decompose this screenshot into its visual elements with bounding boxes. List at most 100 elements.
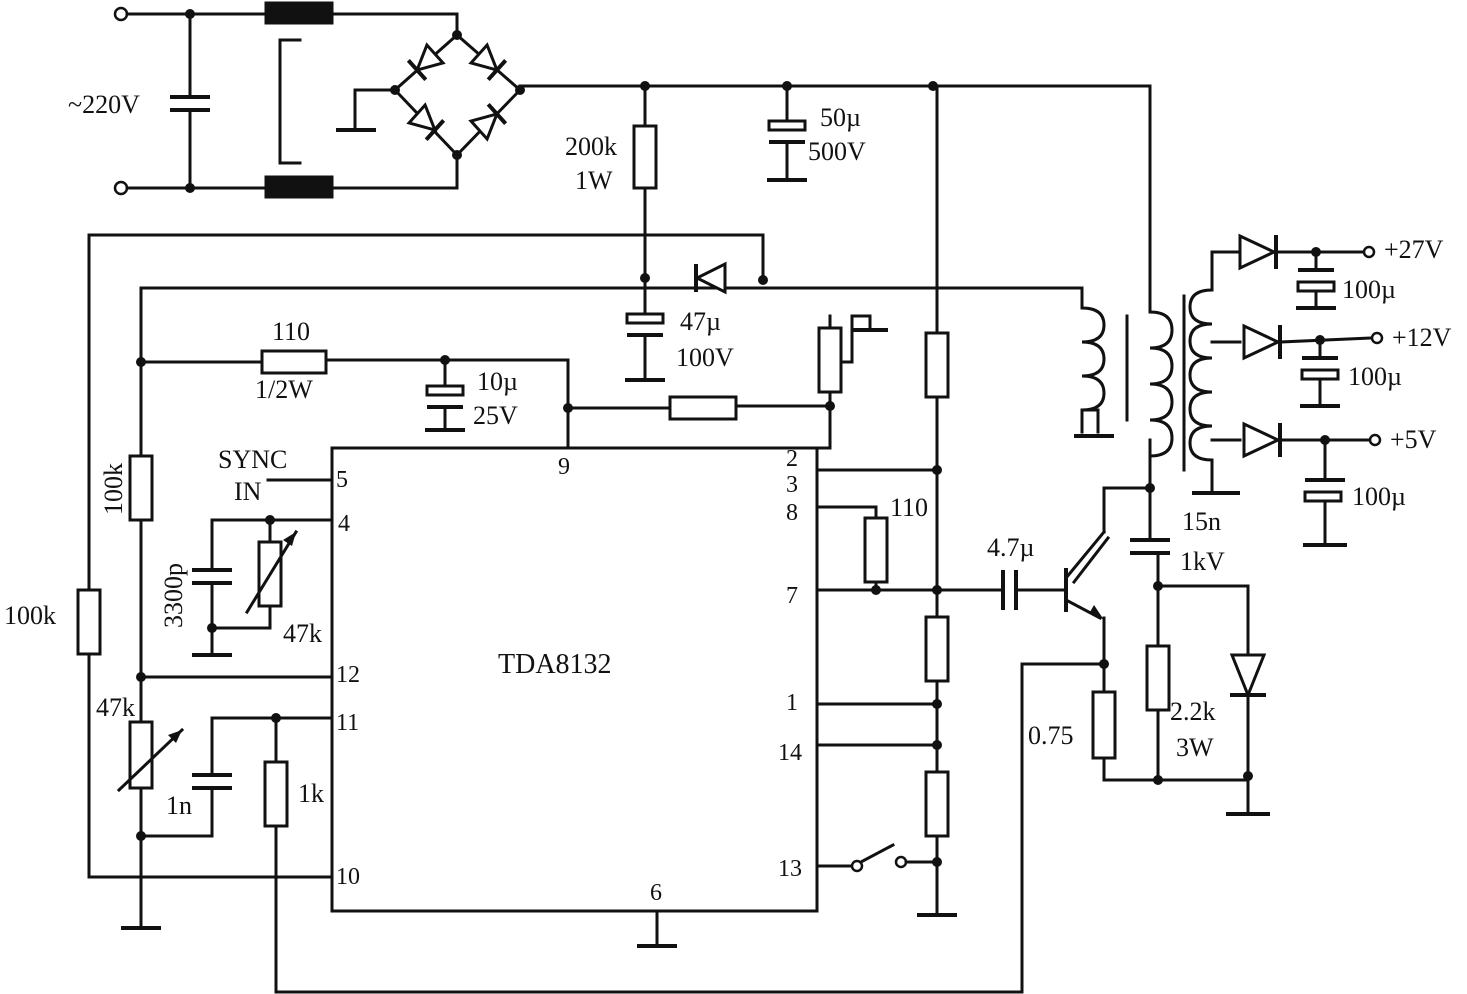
svg-text:3: 3: [786, 472, 798, 498]
emitter-resistor-075: [1091, 690, 1117, 760]
svg-text:6: 6: [650, 880, 662, 906]
svg-text:7: 7: [786, 583, 798, 609]
bridge-rectifier: [336, 30, 525, 160]
resistor-100k-vertical: [128, 454, 154, 522]
startup-resistor-200k: [632, 124, 658, 190]
svg-text:13: 13: [778, 856, 802, 882]
svg-text:8: 8: [786, 500, 798, 526]
common-mode-choke: [264, 1, 459, 199]
pin13-switch[interactable]: [850, 859, 864, 873]
svg-text:SYNC: SYNC: [218, 445, 287, 474]
svg-text:11: 11: [336, 710, 359, 736]
transformer: [1074, 250, 1242, 495]
filter-capacitor-5v: [1303, 490, 1343, 503]
decoupling-capacitor-10u: [425, 384, 465, 397]
svg-text:100k: 100k: [4, 601, 56, 630]
power-transistor: 0.75: [1028, 486, 1253, 785]
svg-text:47k: 47k: [283, 619, 322, 648]
voltage-divider-chain: [815, 84, 957, 917]
output-27v: +27V 100µ: [1238, 233, 1444, 310]
terminal-27v[interactable]: [1362, 245, 1376, 259]
pin9-resistor: [668, 395, 738, 421]
svg-text:10µ: 10µ: [477, 367, 518, 396]
rectifier-diode-12v: [1242, 323, 1282, 361]
choke-winding-bottom: [264, 175, 334, 199]
svg-text:110: 110: [890, 493, 928, 522]
svg-text:15n: 15n: [1182, 507, 1221, 536]
vcc-supply: 47µ 100V: [87, 233, 1084, 592]
terminal-12v[interactable]: [1370, 331, 1384, 345]
svg-text:1/2W: 1/2W: [255, 375, 313, 404]
svg-text:4: 4: [338, 511, 350, 537]
choke-winding-top: [264, 1, 334, 25]
ic-label: TDA8132: [498, 649, 612, 680]
series-resistor-110: [260, 349, 328, 375]
svg-text:0.75: 0.75: [1028, 721, 1074, 750]
svg-text:+27V: +27V: [1384, 235, 1444, 264]
svg-text:50µ: 50µ: [820, 103, 861, 132]
svg-text:12: 12: [336, 662, 360, 688]
mains-terminal-bottom[interactable]: [113, 180, 129, 196]
vcc-capacitor-47u: [625, 312, 665, 325]
hv-dc-rail: 50µ 500V 200k 1W: [518, 81, 1152, 314]
right-pins-network: 110 4.7µ: [815, 465, 1068, 610]
svg-text:9: 9: [558, 454, 570, 480]
svg-text:200k: 200k: [565, 132, 617, 161]
svg-text:1k: 1k: [298, 779, 324, 808]
ac-input-section: ~220V: [68, 6, 267, 196]
svg-text:3W: 3W: [1176, 733, 1214, 762]
snubber-diode: [1229, 653, 1267, 700]
svg-text:+5V: +5V: [1390, 425, 1437, 454]
snubber-network: 15n 1kV 2.2k 3W: [1130, 438, 1270, 816]
aux-winding: [1080, 306, 1106, 412]
gate-resistor-110: [863, 516, 889, 584]
svg-text:1kV: 1kV: [1180, 547, 1225, 576]
aux-rectifier-diode: [693, 261, 727, 295]
snubber-resistor-2k2: [1145, 644, 1171, 712]
rectifier-diode-5v: [1242, 421, 1282, 459]
svg-text:+12V: +12V: [1392, 323, 1452, 352]
terminal-5v[interactable]: [1368, 433, 1382, 447]
output-12v: +12V 100µ: [1242, 323, 1452, 408]
feedback-resistor-pin10: 100k: [4, 588, 334, 879]
svg-text:5: 5: [336, 467, 348, 493]
svg-text:2.2k: 2.2k: [1170, 697, 1216, 726]
svg-text:100µ: 100µ: [1348, 362, 1402, 391]
svg-text:100V: 100V: [676, 343, 734, 372]
oscillator-rc-pin4: 3300p 47k: [159, 515, 334, 657]
mains-terminal-top[interactable]: [113, 6, 129, 22]
primary-winding: [1148, 310, 1174, 458]
svg-text:110: 110: [272, 317, 310, 346]
svg-text:4.7µ: 4.7µ: [987, 533, 1035, 562]
ic-body: [330, 446, 819, 913]
svg-text:100µ: 100µ: [1342, 275, 1396, 304]
svg-text:500V: 500V: [808, 137, 866, 166]
svg-text:25V: 25V: [473, 401, 518, 430]
ic-tda8132: TDA8132 5 4 12 11 10 9 2 3 8 7 1 14 13 6: [330, 446, 819, 948]
svg-text:1n: 1n: [166, 791, 192, 820]
pin2-trimmer: [815, 314, 888, 450]
svg-text:2: 2: [786, 446, 798, 472]
rectifier-diode-27v: [1238, 233, 1278, 271]
divider-resistor-top: [924, 331, 950, 399]
svg-text:14: 14: [778, 740, 802, 766]
divider-resistor-middle: [924, 615, 950, 683]
svg-text:100k: 100k: [99, 463, 128, 515]
svg-text:1: 1: [786, 690, 798, 716]
divider-resistor-bottom: [924, 770, 950, 838]
mains-voltage-label: ~220V: [68, 90, 140, 119]
svg-text:3300p: 3300p: [159, 563, 188, 628]
svg-text:100µ: 100µ: [1352, 482, 1406, 511]
pin2-trim-resistor: [817, 326, 843, 394]
sync-input: SYNC IN: [218, 445, 334, 506]
svg-text:47k: 47k: [96, 693, 135, 722]
bulk-capacitor-50u: [767, 119, 807, 132]
svg-text:1W: 1W: [575, 166, 613, 195]
current-sense-resistor-1k: [263, 760, 289, 828]
resistor-100k-left: [76, 588, 102, 656]
svg-text:IN: IN: [234, 477, 262, 506]
pin11-network: 1n 1k: [166, 662, 1106, 994]
series-resistor-110-section: 110 1/2W 10µ 25V: [136, 317, 832, 450]
svg-text:10: 10: [336, 864, 360, 890]
